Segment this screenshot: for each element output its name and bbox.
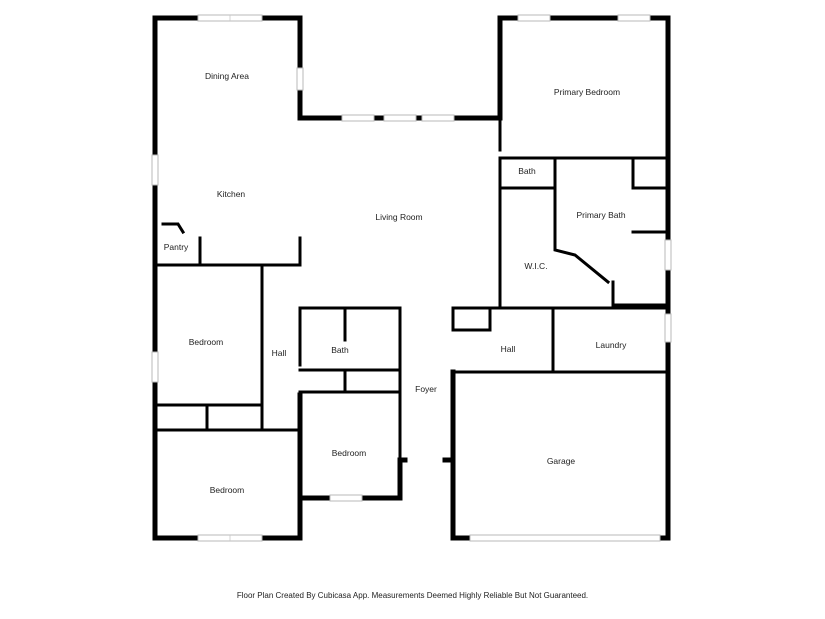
interior-walls <box>153 116 670 462</box>
label-foyer: Foyer <box>415 384 437 394</box>
label-bath-mid: Bath <box>331 345 349 355</box>
label-primary-bath: Primary Bath <box>576 210 625 220</box>
label-hall-right: Hall <box>501 344 516 354</box>
label-garage: Garage <box>547 456 576 466</box>
label-hall-left: Hall <box>272 348 287 358</box>
windows <box>151 14 672 542</box>
label-bedroom-center: Bedroom <box>332 448 367 458</box>
room-labels: Dining Area Primary Bedroom Kitchen Livi… <box>164 71 627 495</box>
label-wic: W.I.C. <box>524 261 547 271</box>
label-primary-bedroom: Primary Bedroom <box>554 87 620 97</box>
label-kitchen: Kitchen <box>217 189 246 199</box>
footer-disclaimer: Floor Plan Created By Cubicasa App. Meas… <box>236 591 589 600</box>
label-pantry: Pantry <box>164 242 189 252</box>
label-dining-area: Dining Area <box>205 71 249 81</box>
label-laundry: Laundry <box>596 340 627 350</box>
label-bedroom-bottom: Bedroom <box>210 485 245 495</box>
label-bedroom-left: Bedroom <box>189 337 224 347</box>
label-living-room: Living Room <box>375 212 422 222</box>
label-bath-primary-suite: Bath <box>518 166 536 176</box>
